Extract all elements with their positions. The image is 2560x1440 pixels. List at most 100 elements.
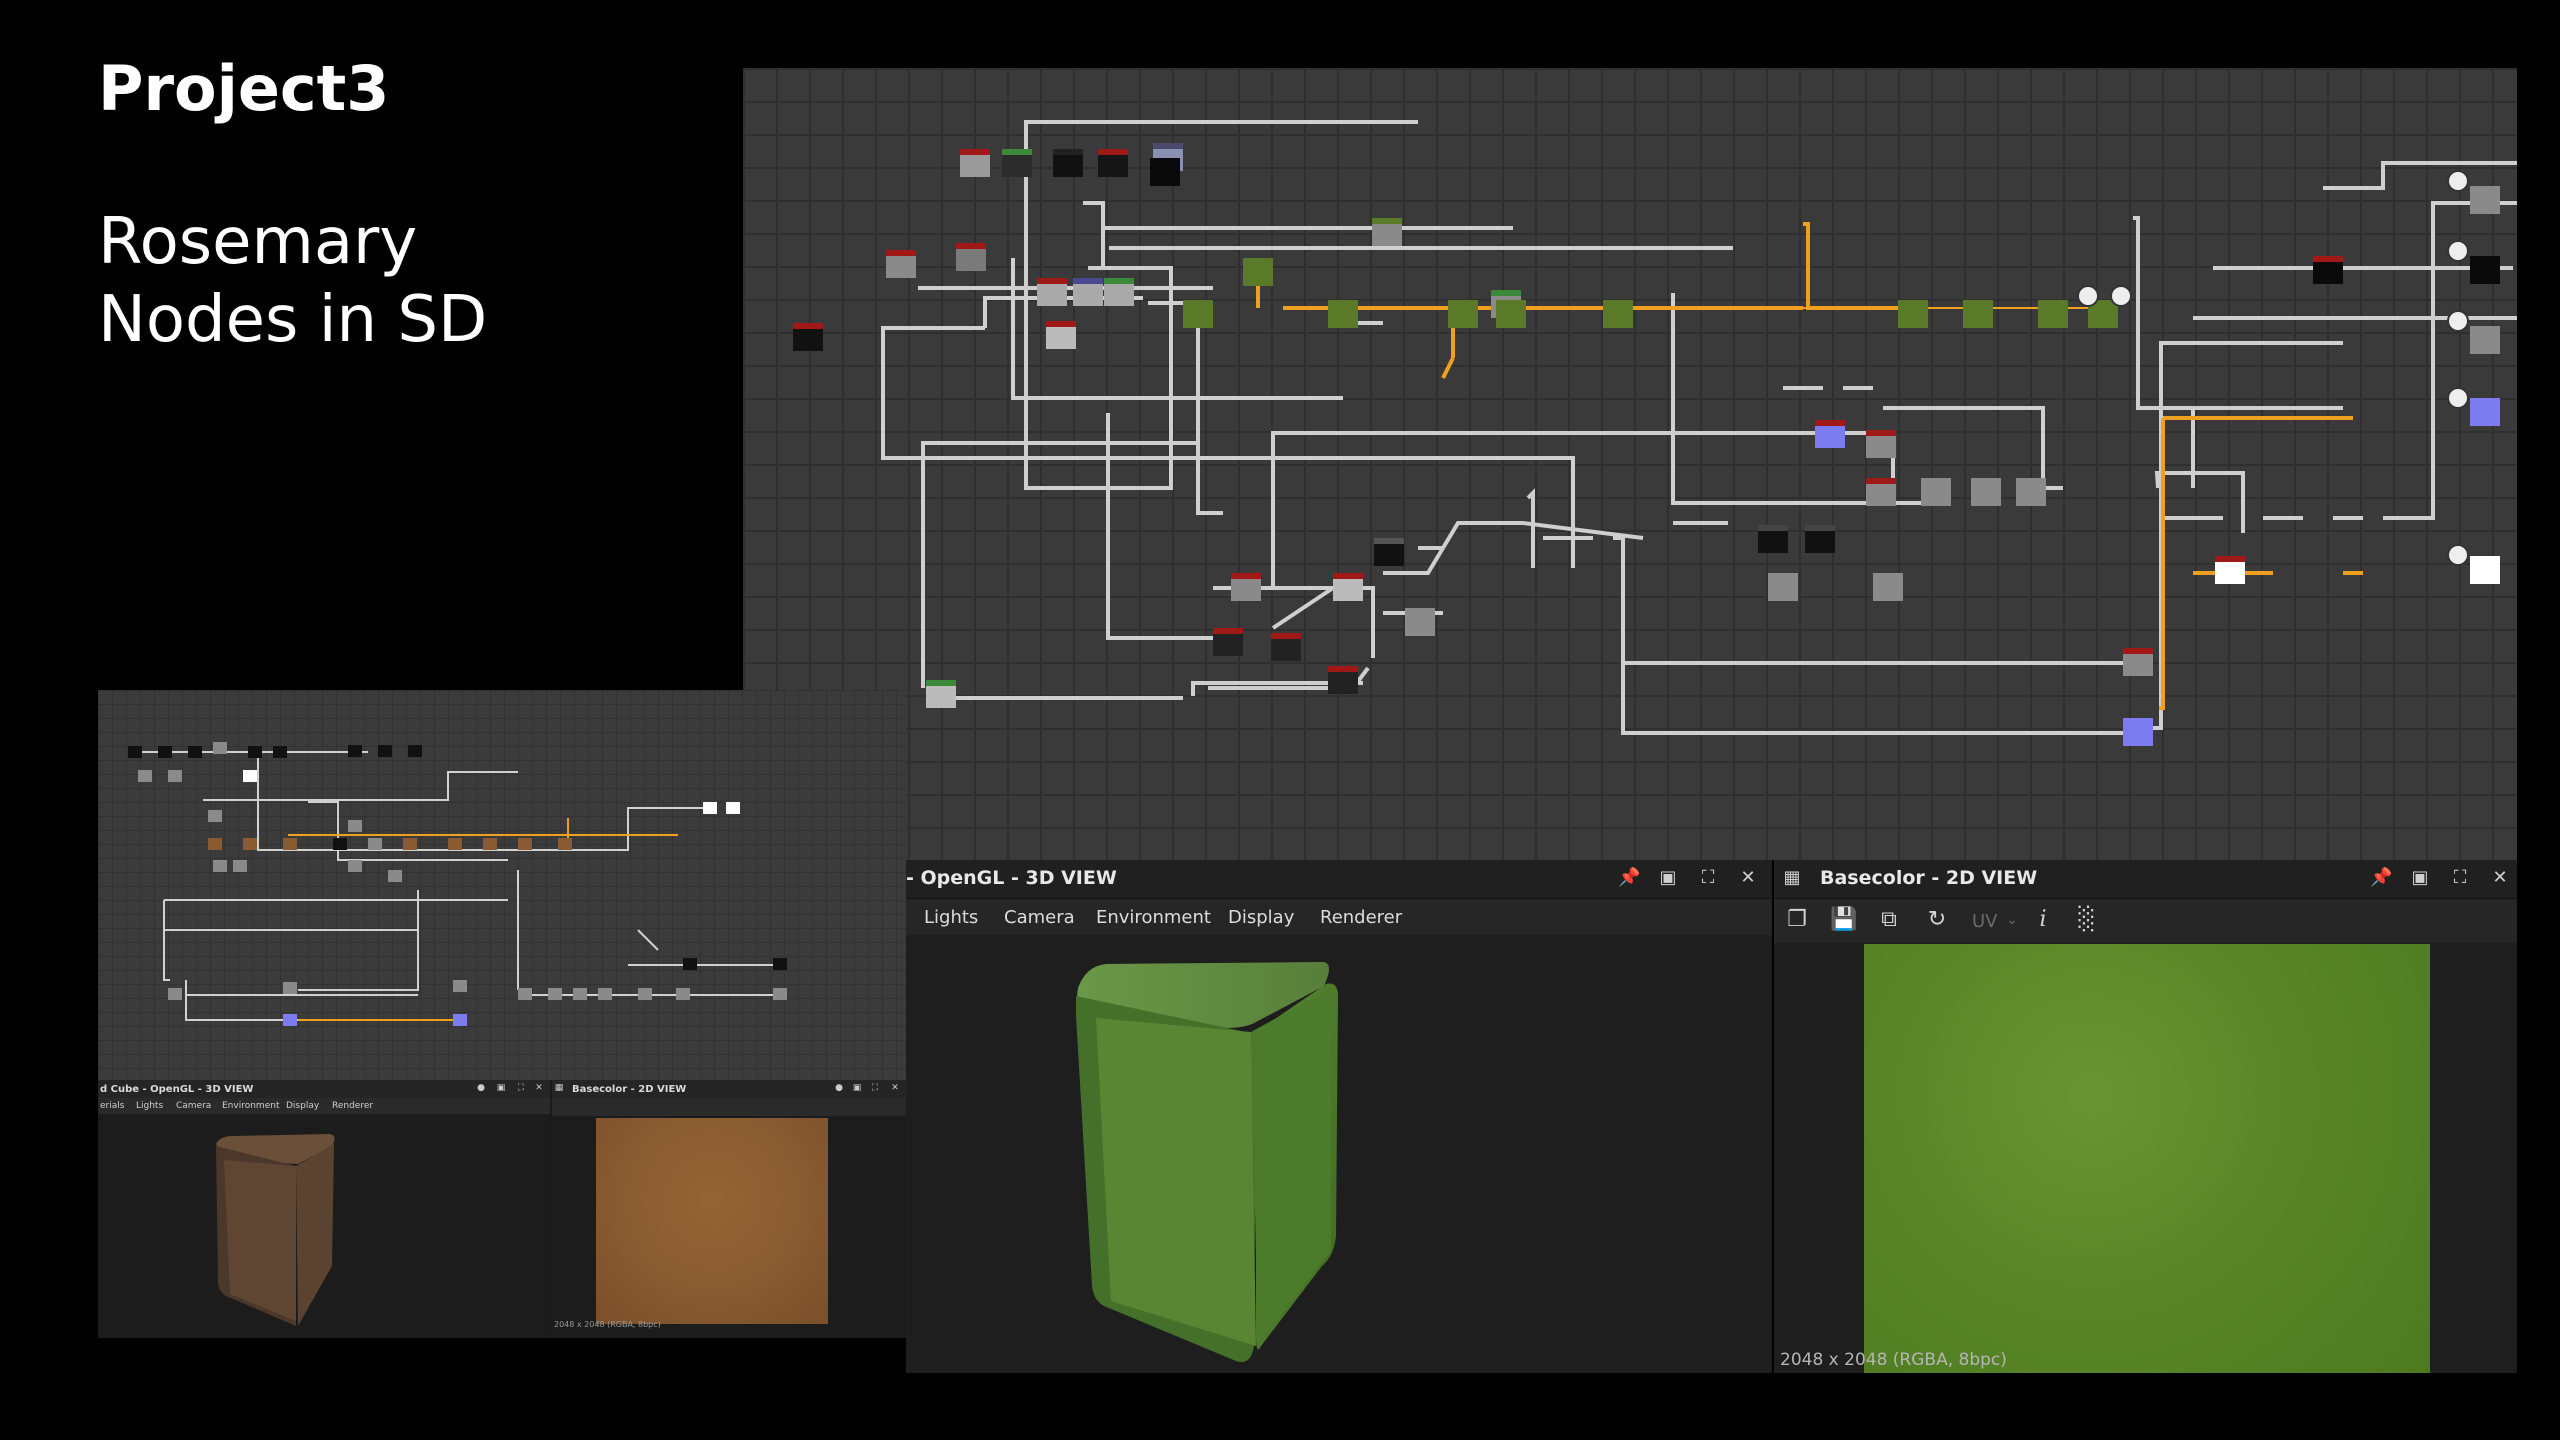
inset-menu-materials: erials (100, 1101, 125, 1111)
node (2313, 256, 2343, 284)
node-graph-canvas[interactable] (743, 68, 2517, 860)
node (1213, 628, 1243, 656)
node (1374, 538, 1404, 566)
view-3d-panel[interactable]: - OpenGL - 3D VIEW 📌 ▣ ⛶ ✕ Lights Camera… (906, 860, 1772, 1373)
view-2d-toolbar: ❐ 💾 ⧉ ↻ UV ⌄ i ░ (1774, 899, 2517, 943)
close-icon[interactable]: ✕ (1740, 867, 1756, 888)
menu-display[interactable]: Display (1228, 907, 1295, 928)
inset-menu-display: Display (286, 1101, 320, 1111)
graph-wires (881, 120, 2517, 735)
checker-icon: ▦ (1783, 867, 1801, 888)
node (2470, 556, 2500, 584)
inset-brown-texture (596, 1118, 828, 1324)
node (1405, 608, 1435, 636)
node (2470, 186, 2500, 214)
float-icon: ▣ (496, 1083, 506, 1093)
info-icon[interactable]: i (2039, 907, 2047, 932)
float-icon[interactable]: ▣ (1659, 867, 1677, 888)
basecolor-texture[interactable] (1864, 944, 2430, 1373)
node (1002, 149, 1032, 177)
cube-viewport[interactable] (906, 936, 1772, 1373)
node (1231, 573, 1261, 601)
maximize-icon[interactable]: ⛶ (1701, 867, 1715, 888)
close-icon[interactable]: ✕ (2492, 867, 2508, 888)
node (956, 243, 986, 271)
uv-toggle[interactable]: UV (1972, 911, 1998, 932)
node (960, 149, 990, 177)
color-nodes[interactable] (1183, 258, 2500, 746)
node (2470, 326, 2500, 354)
node (1866, 430, 1896, 458)
texture-info: 2048 x 2048 (RGBA, 8bpc) (1780, 1350, 2007, 1370)
node (1104, 278, 1134, 306)
menu-environment[interactable]: Environment (1096, 907, 1211, 928)
node (2215, 556, 2245, 584)
view-3d-title: - OpenGL - 3D VIEW (906, 867, 1117, 889)
node (1873, 573, 1903, 601)
node (1768, 573, 1798, 601)
view-2d-title: Basecolor - 2D VIEW (1820, 867, 2038, 889)
save-icon[interactable]: 💾 (1830, 907, 1858, 932)
node (1758, 525, 1788, 553)
brown-cube (216, 1134, 335, 1326)
view-2d-header: ▦ Basecolor - 2D VIEW 📌 ▣ ⛶ ✕ (1774, 860, 2517, 899)
node (1046, 321, 1076, 349)
node (1098, 149, 1128, 177)
inset-view-2d: ▦ Basecolor - 2D VIEW ● ▣ ⛶ ✕ 2048 x 204… (552, 1080, 906, 1338)
view-3d-menubar: Lights Camera Environment Display Render… (906, 899, 1772, 935)
inset-menu-renderer: Renderer (332, 1101, 374, 1111)
inset-screenshot: d Cube - OpenGL - 3D VIEW ● ▣ ⛶ ✕ erials… (98, 690, 906, 1338)
node (1805, 525, 1835, 553)
node (1271, 633, 1301, 661)
node (1053, 149, 1083, 177)
output-markers (2077, 170, 2469, 566)
inset-menu-environment: Environment (222, 1101, 280, 1111)
float-icon: ▣ (852, 1083, 862, 1093)
node (793, 323, 823, 351)
chevron-down-icon[interactable]: ⌄ (2006, 912, 2018, 928)
inset-view-3d-title: d Cube - OpenGL - 3D VIEW (100, 1084, 254, 1095)
slide-title: Project3 (98, 52, 390, 125)
inset-node-graph (98, 690, 906, 1080)
node (2123, 648, 2153, 676)
graph-nodes[interactable] (793, 143, 2500, 708)
pin-icon[interactable]: 📌 (2370, 867, 2393, 888)
histogram-icon[interactable]: ░ (2078, 907, 2096, 932)
maximize-icon: ⛶ (517, 1083, 525, 1093)
close-icon: ✕ (535, 1083, 543, 1093)
inset-texture-info: 2048 x 2048 (RGBA, 8bpc) (554, 1320, 661, 1329)
checker-icon: ▦ (554, 1083, 564, 1093)
menu-renderer[interactable]: Renderer (1320, 907, 1403, 928)
node (1866, 478, 1896, 506)
green-cube (1076, 962, 1338, 1362)
node (1372, 218, 1402, 246)
close-icon: ✕ (891, 1083, 899, 1093)
slide-subtitle-line2: Nodes in SD (98, 283, 488, 357)
view-2d-panel[interactable]: ▦ Basecolor - 2D VIEW 📌 ▣ ⛶ ✕ ❐ 💾 ⧉ ↻ UV… (1774, 860, 2517, 1373)
node (1037, 278, 1067, 306)
node (2470, 256, 2500, 284)
node (1921, 478, 1951, 506)
node (2016, 478, 2046, 506)
slide-subtitle-line1: Rosemary (98, 205, 418, 279)
node (1971, 478, 2001, 506)
inset-menu-camera: Camera (176, 1101, 212, 1111)
node (1333, 573, 1363, 601)
view-3d-header: - OpenGL - 3D VIEW 📌 ▣ ⛶ ✕ (906, 860, 1772, 899)
fit-view-icon[interactable]: ❐ (1787, 907, 1807, 932)
node (926, 680, 956, 708)
refresh-icon[interactable]: ↻ (1927, 907, 1947, 932)
menu-lights[interactable]: Lights (924, 907, 979, 928)
copy-icon[interactable]: ⧉ (1881, 907, 1897, 932)
node (1328, 666, 1358, 694)
node (1150, 158, 1180, 186)
inset-menu-lights: Lights (136, 1101, 164, 1111)
maximize-icon: ⛶ (871, 1083, 879, 1093)
menu-camera[interactable]: Camera (1004, 907, 1075, 928)
pin-icon[interactable]: 📌 (1618, 867, 1641, 888)
node-graph-main[interactable] (743, 68, 2517, 860)
maximize-icon[interactable]: ⛶ (2453, 867, 2467, 888)
pin-icon: ● (835, 1083, 843, 1093)
float-icon[interactable]: ▣ (2411, 867, 2429, 888)
node (886, 250, 916, 278)
